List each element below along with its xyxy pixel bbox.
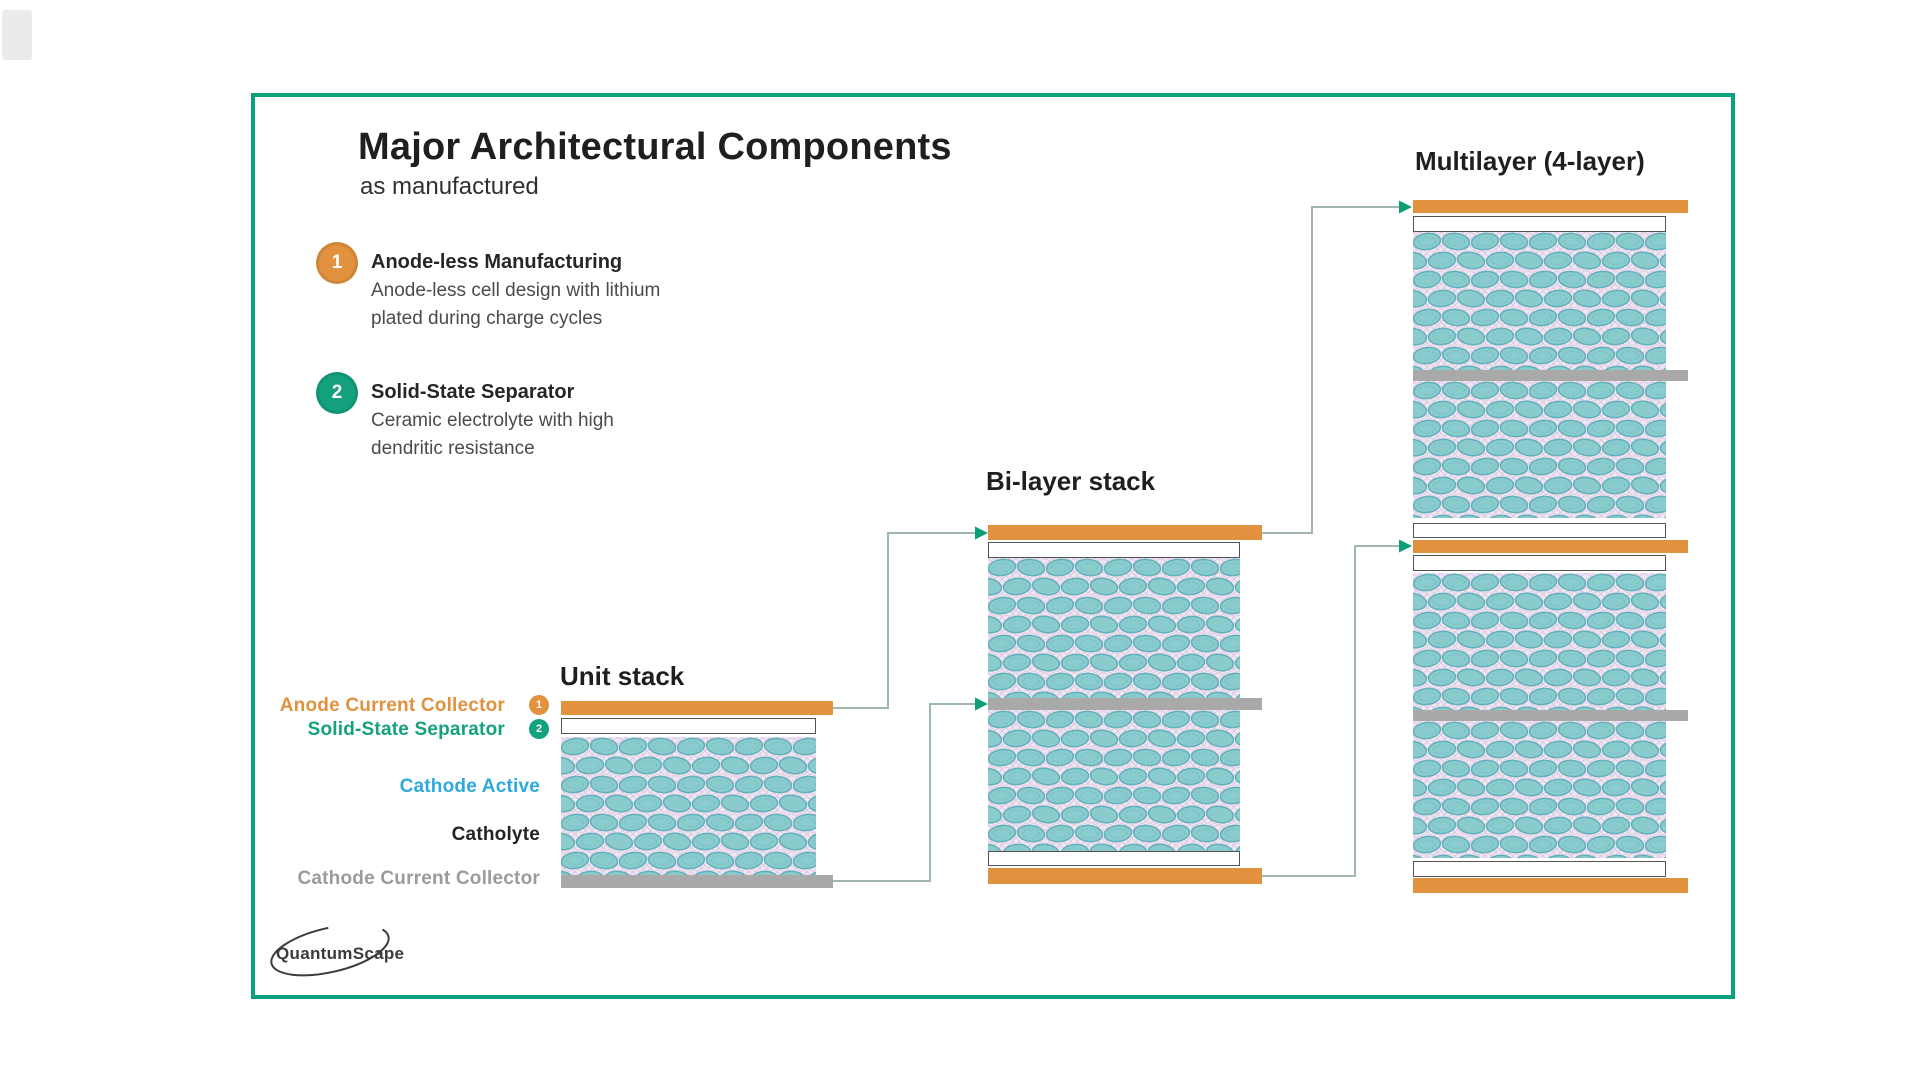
solid-state-separator-bar xyxy=(561,718,816,734)
anode-current-collector-bar xyxy=(1413,540,1688,553)
anode-current-collector-bar xyxy=(561,701,833,715)
page-subtitle: as manufactured xyxy=(360,173,539,200)
legend-item-text: dendritic resistance xyxy=(371,438,535,459)
layer-label-cathode-active: Cathode Active xyxy=(399,776,540,797)
cathode-current-collector-bar xyxy=(561,875,833,888)
cathode-active-layer xyxy=(988,710,1240,851)
layer-label-anode-current-collector: Anode Current Collector xyxy=(279,695,505,716)
cathode-active-layer xyxy=(1413,573,1666,710)
solid-state-separator-bar xyxy=(1413,523,1666,538)
legend-item-title: Anode-less Manufacturing xyxy=(371,251,623,273)
logo-swoosh-icon xyxy=(270,923,390,977)
legend-item-text: Anode-less cell design with lithium xyxy=(371,280,661,301)
cathode-current-collector-bar xyxy=(988,698,1262,710)
solid-state-separator-bar xyxy=(988,542,1240,558)
cathode-active-layer xyxy=(561,737,816,875)
solid-state-separator-bar xyxy=(1413,216,1666,232)
cathode-active-layer xyxy=(1413,721,1666,858)
legend-item-text: plated during charge cycles xyxy=(371,308,603,329)
layer-label-solid-state-separator: Solid-State Separator xyxy=(307,719,505,740)
anode-current-collector-bar xyxy=(988,525,1262,540)
anode-current-collector-bar xyxy=(1413,200,1688,213)
solid-state-separator-bar xyxy=(1413,555,1666,571)
stack-title-bilayer: Bi-layer stack xyxy=(986,466,1156,496)
solid-state-separator-bar xyxy=(1413,861,1666,877)
cathode-active-layer xyxy=(1413,232,1666,370)
solid-state-separator-bar xyxy=(988,851,1240,866)
legend-number-badge: 1 xyxy=(316,242,358,284)
layer-label-catholyte: Catholyte xyxy=(451,824,540,845)
layer-label-badge: 1 xyxy=(529,695,549,715)
unit-stack-diagram xyxy=(561,701,833,888)
layer-label-badge: 2 xyxy=(529,719,549,739)
cathode-active-layer xyxy=(988,558,1240,698)
anode-current-collector-bar xyxy=(988,868,1262,884)
layer-label-cathode-current-collector: Cathode Current Collector xyxy=(297,868,540,889)
corner-tab xyxy=(2,10,32,60)
cathode-active-layer xyxy=(1413,381,1666,518)
legend-item-text: Ceramic electrolyte with high xyxy=(371,410,614,431)
multilayer-stack-diagram xyxy=(1413,200,1688,893)
quantumscape-logo: QuantumScape xyxy=(258,914,468,988)
page-title: Major Architectural Components xyxy=(358,126,952,168)
legend-number-badge: 2 xyxy=(316,372,358,414)
stack-title-multilayer: Multilayer (4-layer) xyxy=(1415,146,1645,176)
legend-item-title: Solid-State Separator xyxy=(371,381,575,403)
logo-text: QuantumScape xyxy=(276,944,405,963)
stack-title-unit: Unit stack xyxy=(560,661,685,691)
cathode-current-collector-bar xyxy=(1413,370,1688,381)
bilayer-stack-diagram xyxy=(988,525,1262,884)
cathode-current-collector-bar xyxy=(1413,710,1688,721)
anode-current-collector-bar xyxy=(1413,878,1688,893)
